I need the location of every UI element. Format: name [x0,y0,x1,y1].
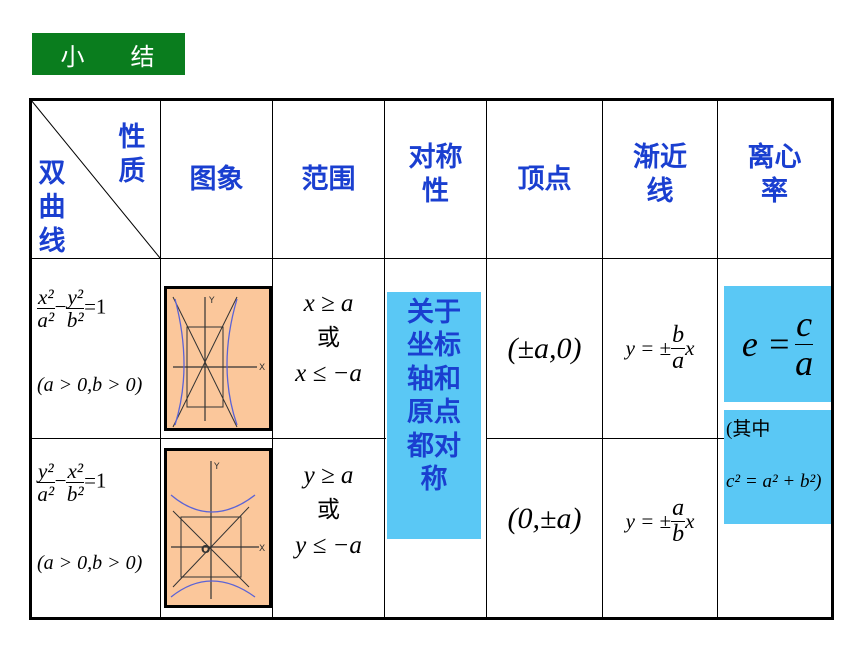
summary-title: 小 结 [32,33,185,75]
col-sep [602,98,603,620]
row1-range-1: x ≥ a [303,290,354,317]
table-border-left [29,98,32,620]
row2-eq-y-den: a² [37,482,55,507]
row1-x-axis-label: X [259,363,265,373]
table-border-top [29,98,834,101]
row1-condition: (a > 0,b > 0) [37,374,143,396]
corner-label-hyperbola: 双 曲 线 [38,158,66,257]
header-image: 图象 [189,163,244,195]
col-sep [486,98,487,620]
header-eccentricity: 离心 率 [747,142,802,207]
row-sep [29,438,386,439]
table-border-bottom [29,617,834,620]
row2-vertex: (0,±a) [507,502,582,535]
row1-range-2: x ≤ −a [295,359,362,387]
row1-range: x ≥ a 或 x ≤ −a [273,286,384,392]
row1-asym-suffix: x [685,336,695,360]
header-symmetry: 对称 性 [408,142,463,207]
row1-asym-num: b [671,321,686,349]
row2-eq-y-num: y² [37,459,55,484]
eccentricity-den: a [795,342,814,383]
eccentricity-lhs: e = [741,324,792,364]
row2-y-axis-label: Y [213,462,220,472]
row2-hyperbola-plot: Y X O [170,461,265,599]
symmetry-text: 关于 坐标 轴和 原点 都对 称 [407,297,461,496]
eccentricity-num: c [795,303,814,345]
row2-origin-label: O [201,543,210,556]
row2-asym-num: a [671,494,686,522]
row1-eq-y-den: b² [66,308,84,333]
row-sep [486,438,834,439]
summary-title-part1: 小 [60,42,87,71]
row1-hyperbola-plot: Y X [172,296,265,428]
col-sep [717,98,718,620]
row1-vertex: (±a,0) [507,331,582,365]
row1-eq-y-num: y² [66,285,85,310]
summary-title-part2: 结 [130,42,157,71]
row2-range-1: y ≥ a [303,462,354,489]
table-border-right [831,98,834,620]
row2-asym-suffix: x [685,509,695,533]
row1-eq-rhs: =1 [84,294,107,319]
row2-x-axis-label: X [259,544,265,554]
row1-range-or: 或 [317,325,340,352]
note-line1: (其中 [726,419,771,440]
col-sep [384,98,385,620]
row1-asym-prefix: y = ± [625,336,672,360]
row1-graph: Y X [164,286,272,431]
eccentricity-note: (其中 c² = a² + b²) [724,410,831,524]
row1-eq-x-num: x² [37,285,55,310]
row2-range-2: y ≤ −a [295,531,362,559]
row2-eq-rhs: =1 [84,468,107,493]
row2-eq-x-den: b² [66,482,84,507]
header-range: 范围 [301,163,356,195]
row2-range-or: 或 [317,497,340,524]
header-asymptote: 渐近 线 [633,142,687,207]
row1-asym-den: a [672,348,685,374]
note-line2: c² = a² + b²) [726,471,822,492]
row-sep [29,258,834,259]
col-sep [272,98,273,620]
row2-range: y ≥ a 或 y ≤ −a [273,458,384,564]
row2-asym-prefix: y = ± [625,509,672,533]
col-sep [160,98,161,620]
row2-eq-x-num: x² [66,459,85,484]
row2-asym-den: b [672,521,685,547]
corner-label-property: 性 质 [118,122,146,187]
header-vertex: 顶点 [517,163,572,195]
symmetry-highlight: 关于 坐标 轴和 原点 都对 称 [387,292,481,539]
corner-diagonal [30,99,161,259]
row2-graph: Y X O [164,448,272,608]
row1-y-axis-label: Y [208,296,215,306]
row2-condition: (a > 0,b > 0) [37,552,143,574]
row1-eq-x-den: a² [37,308,55,333]
